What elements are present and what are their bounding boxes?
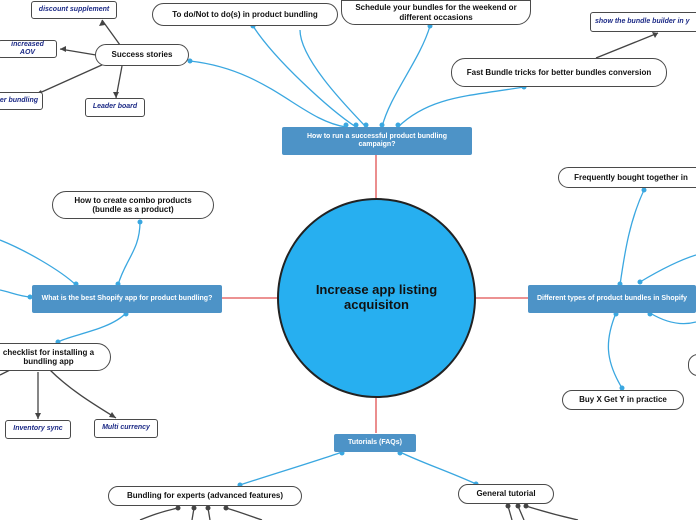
subtopic-combo-label: How to create combo products (bundle as …: [74, 195, 192, 214]
tag-leader-board-label: Leader board: [92, 103, 138, 111]
link-campaign-success: [189, 60, 347, 128]
subtopic-fast-tricks[interactable]: Fast Bundle tricks for better bundles co…: [451, 58, 667, 87]
subtopic-checklist[interactable]: checklist for installing a bundling app: [0, 343, 111, 371]
link-types-fbt: [619, 189, 645, 286]
tag-er-bundling-label: er bundling: [0, 96, 38, 104]
tag-leader-board[interactable]: Leader board: [85, 98, 145, 117]
topic-best-app-label: What is the best Shopify app for product…: [41, 294, 213, 302]
link-campaign-fast: [397, 86, 525, 128]
link-bestapp-left2: [0, 289, 31, 298]
link-general-3: [525, 505, 579, 520]
topic-tutorials-label: Tutorials (FAQs): [348, 438, 402, 446]
link-bestapp-left1: [0, 239, 77, 286]
tag-show-bundle-builder-label: show the bundle builder in y: [595, 17, 690, 25]
link-fast-show: [595, 32, 659, 59]
tag-multi-currency-label: Multi currency: [102, 424, 150, 432]
subtopic-success[interactable]: Success stories: [95, 44, 189, 66]
subtopic-experts-label: Bundling for experts (advanced features): [126, 491, 284, 501]
link-experts-4: [225, 507, 263, 520]
link-general-2: [517, 505, 525, 520]
subtopic-schedule[interactable]: Schedule your bundles for the weekend or…: [341, 0, 531, 25]
tag-discount-supplement-label: discount supplement: [38, 5, 110, 13]
subtopic-frequently-bought-label: Frequently bought together in: [574, 172, 688, 182]
link-success-discount: [101, 19, 121, 46]
tag-increased-aov[interactable]: increased AOV: [0, 40, 57, 58]
topic-best-app[interactable]: What is the best Shopify app for product…: [32, 285, 222, 313]
link-types-right1: [639, 254, 696, 283]
subtopic-combo[interactable]: How to create combo products (bundle as …: [52, 191, 214, 219]
subtopic-buy-x-get-y[interactable]: Buy X Get Y in practice: [562, 390, 684, 410]
link-campaign-schedule2: [381, 25, 431, 128]
tag-er-bundling[interactable]: er bundling: [0, 92, 43, 110]
subtopic-todo-label: To do/Not to do(s) in product bundling: [172, 9, 318, 19]
link-campaign-schedule: [299, 29, 367, 128]
link-bestapp-combo: [117, 221, 141, 286]
tag-multi-currency[interactable]: Multi currency: [94, 419, 158, 438]
link-checklist-multi: [49, 369, 117, 419]
link-types-right2: [649, 312, 696, 325]
tag-show-bundle-builder[interactable]: show the bundle builder in y: [590, 12, 696, 32]
link-campaign-todo: [252, 25, 357, 128]
link-success-erbundling: [34, 63, 105, 96]
subtopic-experts[interactable]: Bundling for experts (advanced features): [108, 486, 302, 506]
subtopic-fast-tricks-label: Fast Bundle tricks for better bundles co…: [466, 67, 652, 77]
topic-bundle-types-label: Different types of product bundles in Sh…: [536, 294, 688, 302]
link-tutorials-general: [399, 451, 477, 485]
topic-bundle-types[interactable]: Different types of product bundles in Sh…: [528, 285, 696, 313]
tag-inventory-sync[interactable]: Inventory sync: [5, 420, 71, 439]
topic-campaign[interactable]: How to run a successful product bundling…: [282, 127, 472, 155]
topic-tutorials[interactable]: Tutorials (FAQs): [334, 434, 416, 452]
subtopic-schedule-label: Schedule your bundles for the weekend or…: [355, 3, 517, 22]
central-topic-label: Increase app listing acquisiton: [315, 282, 438, 312]
tag-inventory-sync-label: Inventory sync: [13, 425, 63, 433]
link-experts-1: [139, 507, 179, 520]
tag-discount-supplement[interactable]: discount supplement: [31, 1, 117, 19]
link-types-bxgy: [607, 312, 623, 389]
link-tutorials-experts: [239, 451, 343, 486]
subtopic-buy-x-get-y-label: Buy X Get Y in practice: [579, 395, 667, 405]
subtopic-todo[interactable]: To do/Not to do(s) in product bundling: [152, 3, 338, 26]
subtopic-frequently-bought[interactable]: Frequently bought together in: [558, 167, 696, 188]
subtopic-general-tutorial[interactable]: General tutorial: [458, 484, 554, 504]
link-bestapp-checklist: [57, 312, 127, 343]
subtopic-general-tutorial-label: General tutorial: [476, 489, 536, 499]
subtopic-checklist-label: checklist for installing a bundling app: [2, 347, 95, 366]
subtopic-success-label: Success stories: [111, 50, 173, 60]
tag-increased-aov-label: increased AOV: [11, 40, 44, 56]
central-topic[interactable]: Increase app listing acquisiton: [277, 198, 476, 398]
topic-campaign-label: How to run a successful product bundling…: [306, 132, 447, 148]
